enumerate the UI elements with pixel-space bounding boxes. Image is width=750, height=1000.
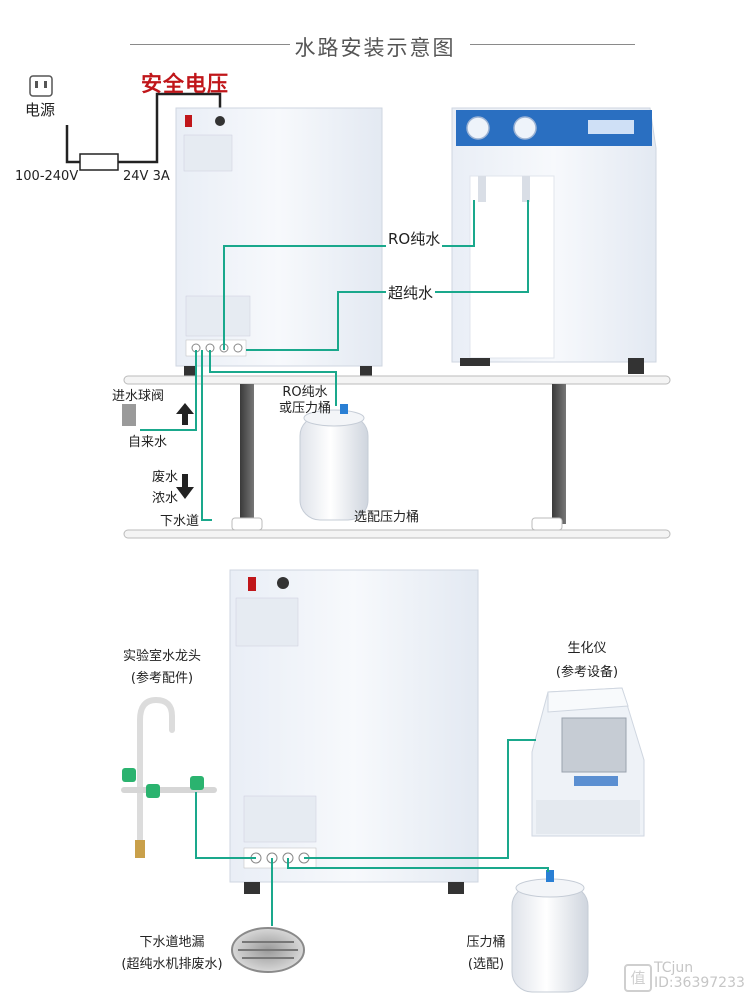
table-top [123, 375, 671, 385]
faucet-outlet-icon [135, 840, 145, 858]
upper-info-plate [185, 295, 251, 337]
analyzer-title-label: 生化仪 [567, 641, 607, 656]
concentrate-label: 浓水 [152, 491, 179, 506]
analyzer-subtitle-label: (参考设备) [555, 665, 619, 680]
lower-power-switch-icon [248, 577, 256, 591]
faucet-valve-2-icon [146, 784, 160, 798]
watermark-text: TCjun ID:36397233 [654, 961, 745, 991]
faucet-title-label: 实验室水龙头 [122, 649, 201, 664]
safety-voltage-label: 安全电压 [141, 72, 229, 96]
power-port-icon [215, 116, 225, 126]
page-title: 水路安装示意图 [294, 36, 456, 60]
upper-pipes [140, 200, 529, 521]
title-rule-right [470, 44, 635, 45]
pressure-gauge-left-icon [466, 116, 490, 140]
drain-subtitle-label: (超纯水机排废水) [121, 957, 223, 972]
upper-pressure-tank [299, 404, 369, 521]
lower-pipes [195, 739, 549, 926]
dispenser-recess [469, 175, 555, 359]
power-socket-icon [29, 75, 53, 97]
upper-table [123, 375, 671, 539]
lower-pressure-tank [511, 870, 589, 993]
optional-tank-label: 选配压力桶 [354, 510, 420, 525]
power-adapter-icon [79, 153, 119, 171]
upper-primary-unit [175, 107, 383, 376]
tank-label-line1: RO纯水 [282, 385, 328, 400]
biochemical-analyzer [531, 687, 645, 837]
table-leg-right [552, 384, 566, 524]
drain-title-label: 下水道地漏 [139, 935, 205, 950]
watermark-logo-icon: 值 [624, 964, 652, 992]
analyzer-rotor-icon [574, 776, 618, 786]
table-leg-left [240, 384, 254, 524]
power-source-label: 电源 [25, 101, 56, 119]
faucet-valve-1-icon [122, 768, 136, 782]
title-rule-left [130, 44, 290, 45]
table-shelf [123, 529, 671, 539]
faucet-valve-3-icon [190, 776, 204, 790]
lower-power-port-icon [277, 577, 289, 589]
inlet-valve-icon [122, 404, 136, 426]
tank-label-line2: 或压力桶 [278, 401, 331, 416]
watermark-id: ID:36397233 [654, 975, 745, 991]
watermark-brand: TCjun [654, 960, 694, 976]
inlet-valve-label: 进水球阀 [112, 389, 165, 404]
ultra-pure-water-label: 超纯水 [386, 284, 436, 302]
lower-tank-valve-icon [546, 870, 554, 882]
lower-info-plate [243, 795, 317, 843]
output-voltage-label: 24V 3A [123, 169, 170, 184]
lower-tank-subtitle-label: (选配) [467, 957, 505, 972]
input-voltage-label: 100-240V [15, 169, 79, 184]
lower-tank-title-label: 压力桶 [466, 935, 506, 950]
inflow-arrow-icon [176, 403, 194, 425]
lower-spec-plate [235, 597, 299, 647]
tank-valve-icon [340, 404, 348, 414]
title-bar: 水路安装示意图 [0, 30, 750, 60]
dispenser-display [588, 120, 634, 134]
sewer-label: 下水道 [160, 514, 200, 529]
dispenser-unit [451, 107, 657, 374]
waste-water-label: 废水 [152, 470, 179, 485]
outflow-arrow-icon [176, 474, 194, 499]
lab-faucet [121, 696, 217, 858]
tap-water-label: 自来水 [128, 435, 168, 450]
faucet-subtitle-label: (参考配件) [130, 671, 194, 686]
upper-spec-plate [183, 134, 233, 172]
pressure-gauge-right-icon [513, 116, 537, 140]
power-wiring [29, 75, 222, 171]
lower-main-unit [229, 569, 479, 894]
ro-water-label: RO纯水 [386, 230, 443, 248]
floor-drain [231, 927, 305, 973]
power-switch-icon [185, 115, 192, 127]
